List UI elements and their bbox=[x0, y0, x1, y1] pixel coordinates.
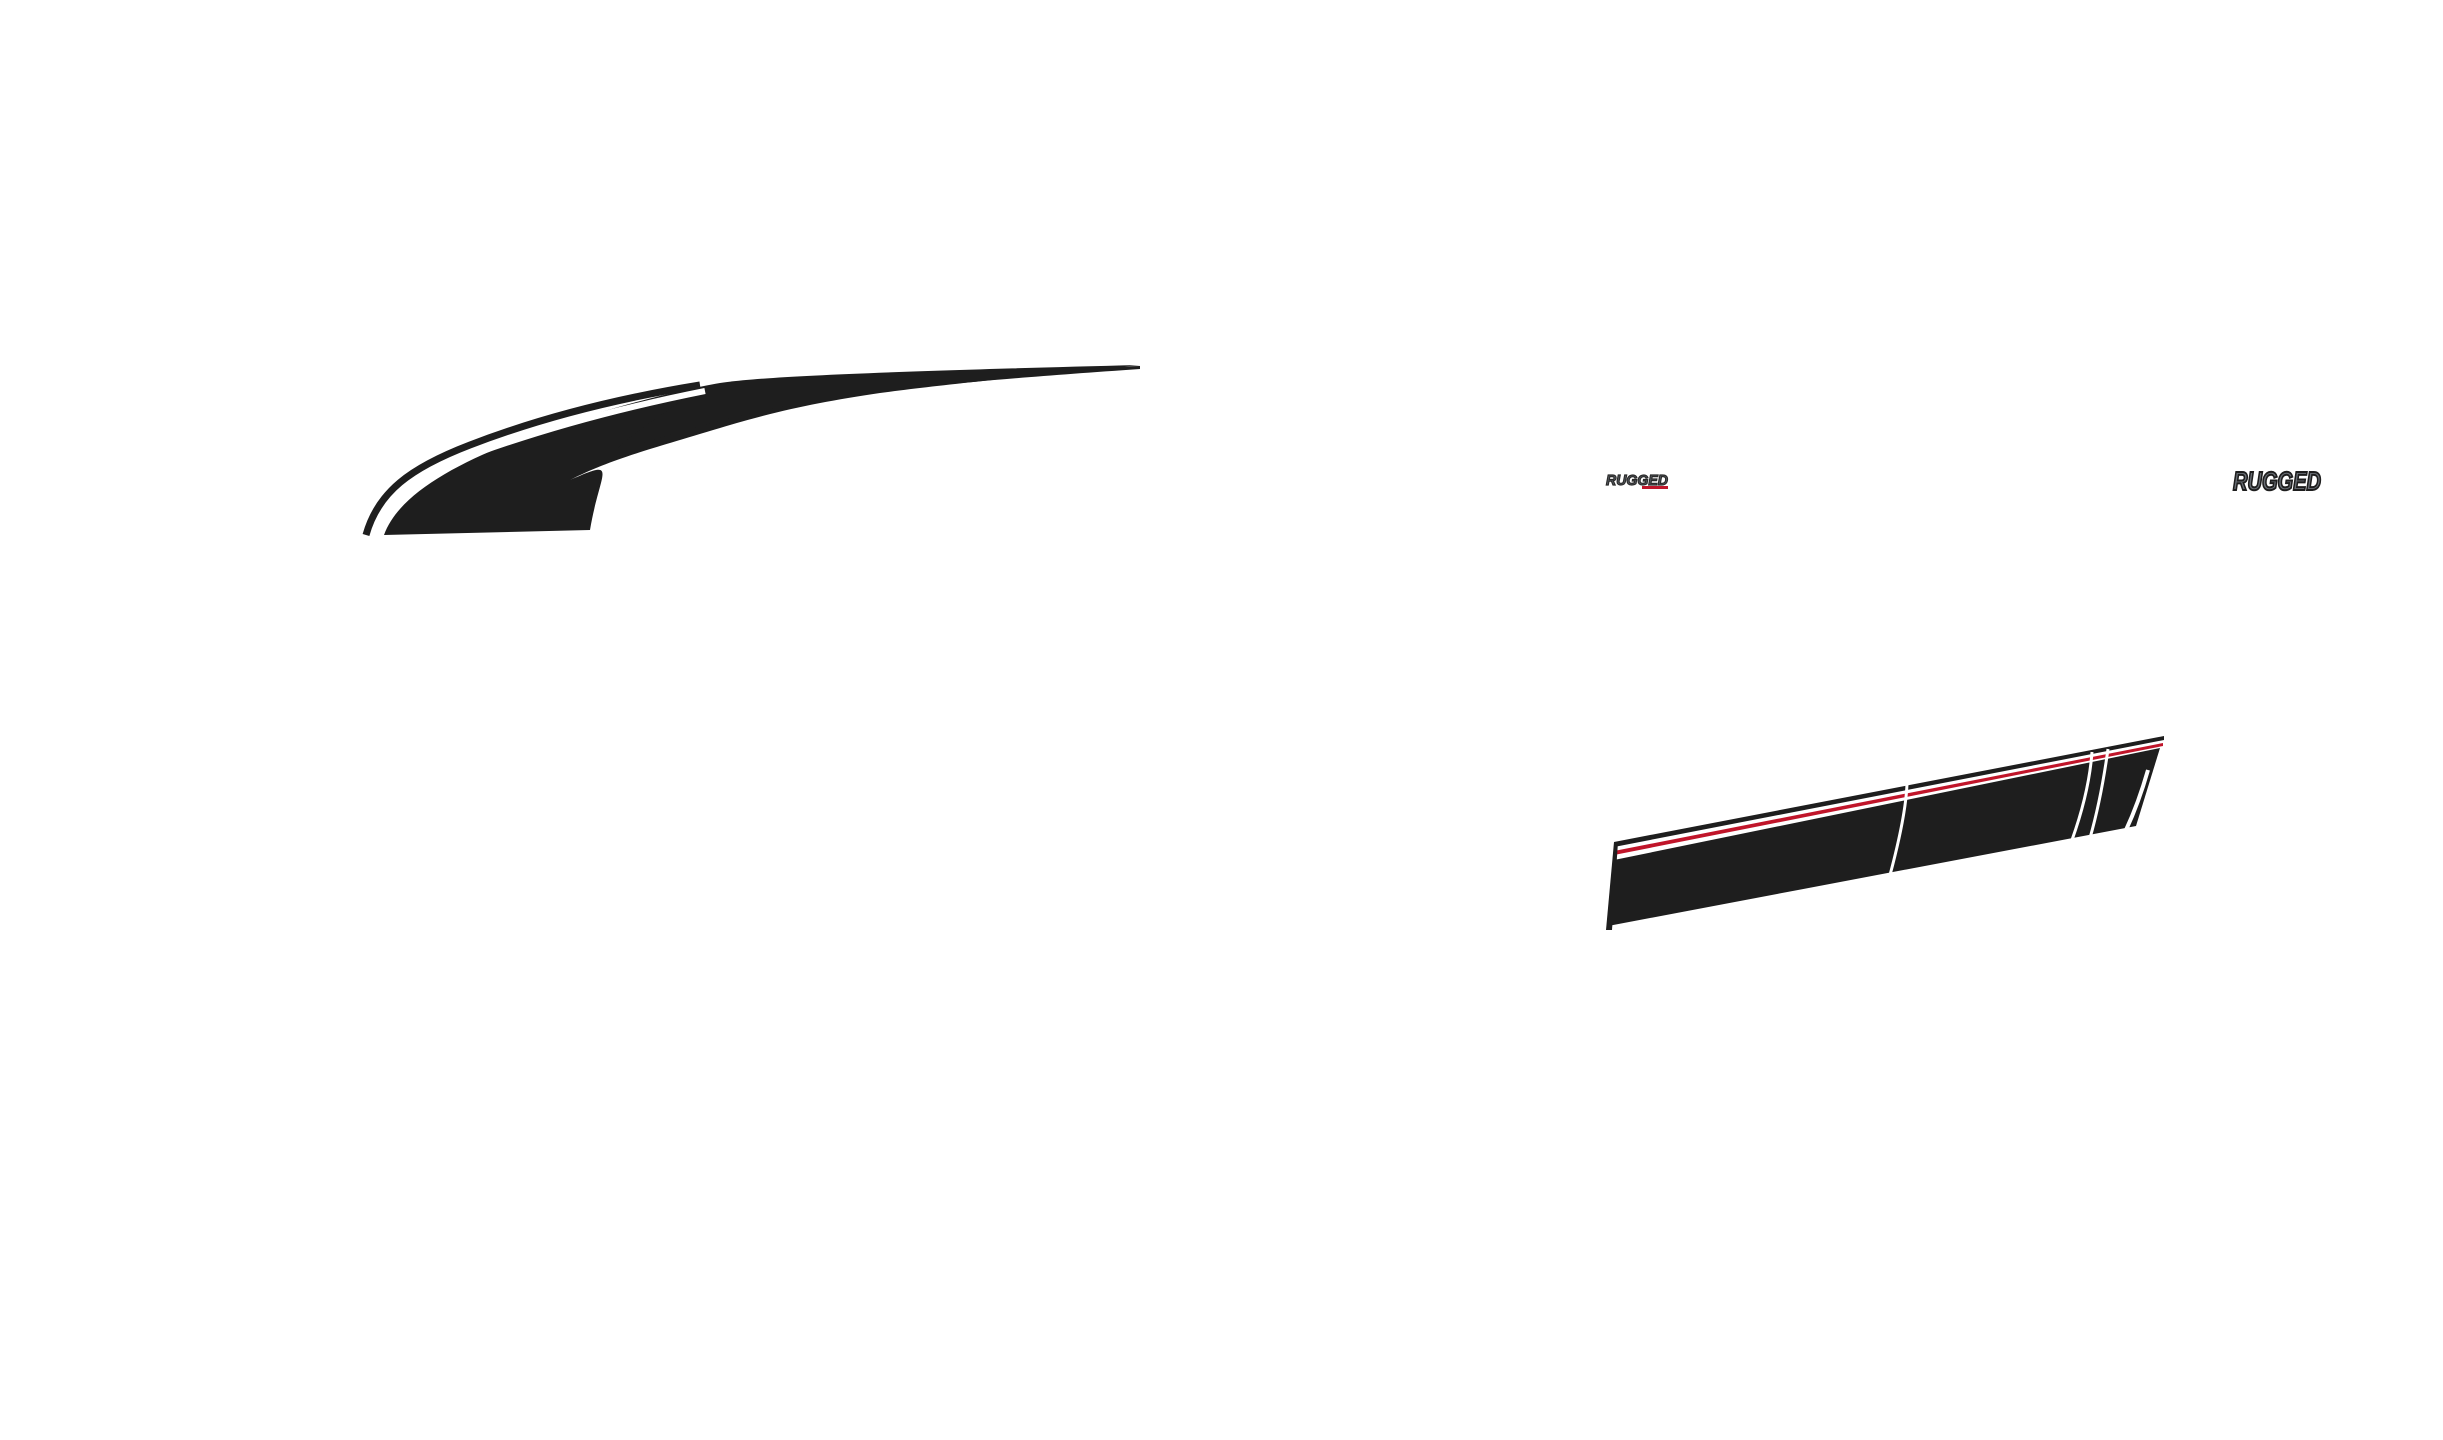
hood-swoosh-gap bbox=[377, 388, 706, 537]
rugged-logo-small-icon: RUGGED bbox=[1605, 471, 1668, 489]
side-stripe-body bbox=[1608, 748, 2160, 926]
side-stripe-cut-3 bbox=[2088, 748, 2110, 839]
side-stripe-decal bbox=[1606, 736, 2164, 930]
hood-swoosh-top bbox=[617, 366, 1140, 450]
hood-swoosh-decal bbox=[362, 365, 1140, 537]
side-stripe-left-edge bbox=[1606, 842, 1618, 930]
small-logo-text: RUGGED bbox=[1606, 472, 1668, 489]
side-stripe-cut-4 bbox=[2124, 769, 2150, 831]
hood-swoosh-outer-stripe bbox=[362, 381, 701, 536]
side-stripe-top-line bbox=[1614, 736, 2164, 847]
rugged-logo-large-icon: RUGGED bbox=[2232, 465, 2322, 497]
side-stripe-red-line bbox=[1614, 743, 2163, 855]
large-logo-text: RUGGED bbox=[2233, 466, 2321, 496]
side-stripe-cut-2 bbox=[2070, 751, 2094, 841]
side-stripe-cut-1 bbox=[1888, 783, 1909, 876]
hood-swoosh-body bbox=[384, 365, 1140, 535]
